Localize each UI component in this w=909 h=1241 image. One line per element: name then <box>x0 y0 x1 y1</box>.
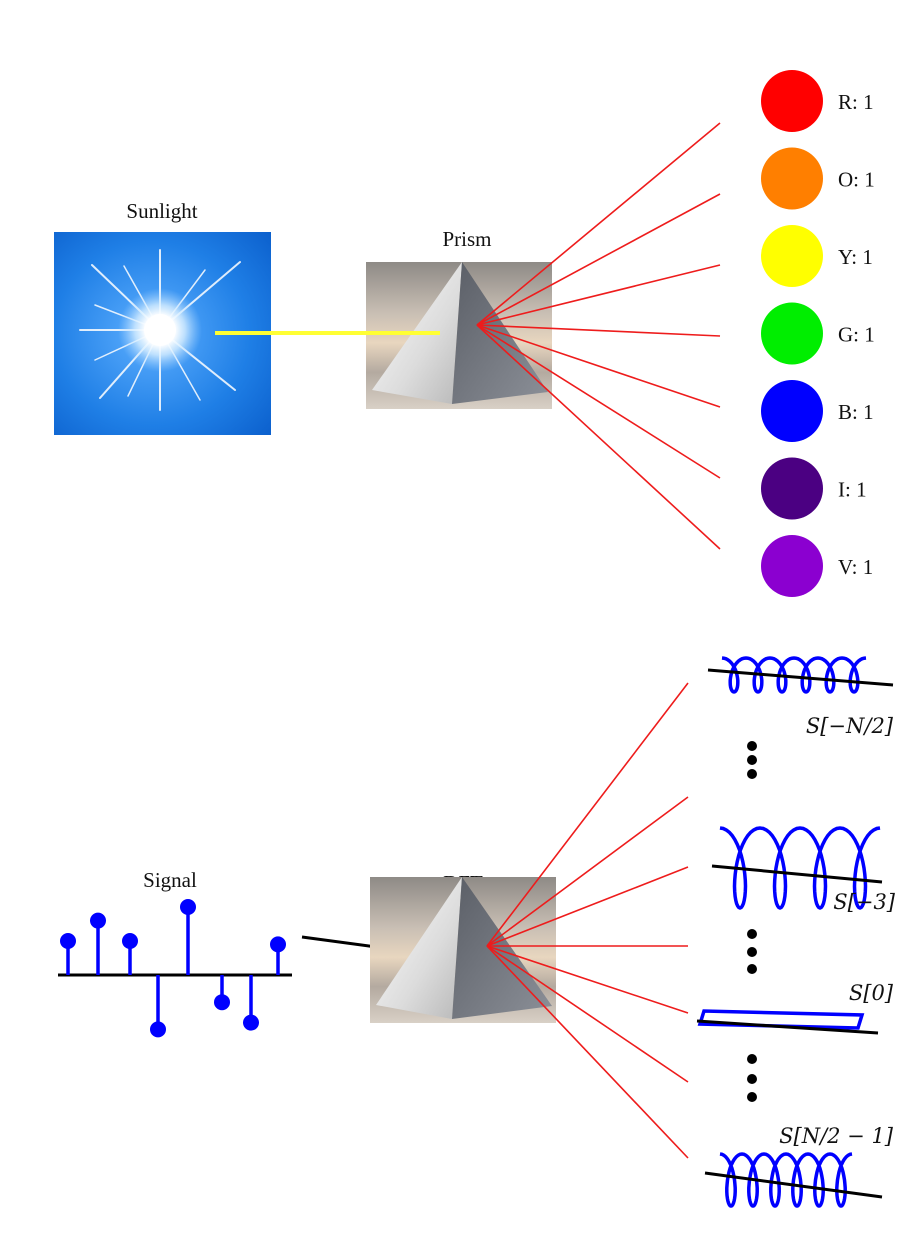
signal-sample-point <box>150 1021 166 1038</box>
light-ray <box>476 324 721 550</box>
dft-rays <box>486 682 689 1159</box>
component-label-neg-3: S[−3] <box>833 890 896 914</box>
signal-stem-plot <box>58 899 292 1038</box>
color-label: G: 1 <box>838 323 875 347</box>
component-axis <box>711 864 883 884</box>
dc-flat-band <box>697 1009 865 1030</box>
ellipsis-dots-3 <box>747 1054 757 1102</box>
complex-exponential-coil <box>719 826 881 910</box>
signal-sample-point <box>122 933 138 949</box>
complex-exponential-coil <box>721 656 867 694</box>
component-neg-n-half <box>707 656 894 694</box>
dft-ray <box>486 945 689 1083</box>
color-dot <box>761 147 823 210</box>
sunlight-label: Sunlight <box>126 199 197 223</box>
dft-ray <box>486 682 689 947</box>
prism-image <box>366 262 552 409</box>
light-ray <box>476 264 721 326</box>
color-dot <box>761 70 823 132</box>
prism-label: Prism <box>442 227 491 251</box>
color-label: V: 1 <box>838 555 873 579</box>
signal-sample-point <box>243 1014 259 1031</box>
component-neg-3 <box>711 826 883 910</box>
component-axis <box>707 668 894 687</box>
color-dot <box>761 302 823 365</box>
component-axis <box>704 1171 883 1199</box>
color-dot <box>761 225 823 287</box>
color-spectrum: R: 1 O: 1 Y: 1 G: 1 B: 1 I: 1 V: 1 <box>761 70 875 597</box>
dft-ray <box>486 945 689 1014</box>
dft-ray <box>486 945 689 1159</box>
component-label-zero: S[0] <box>849 981 894 1005</box>
dft-prism-image <box>370 877 556 1023</box>
dft-ray <box>486 866 689 947</box>
ellipsis-dots-2 <box>747 929 757 974</box>
component-label-n-half-minus-one: S[N/2 − 1] <box>779 1124 894 1148</box>
component-n-half-minus-one <box>704 1152 883 1208</box>
component-zero <box>696 1009 879 1035</box>
dft-ray <box>486 796 689 947</box>
signal-label: Signal <box>143 868 197 892</box>
color-label: I: 1 <box>838 478 867 502</box>
signal-sample-point <box>270 936 286 953</box>
signal-sample-point <box>90 912 106 929</box>
color-label: Y: 1 <box>838 245 873 269</box>
signal-sample-point <box>214 994 230 1011</box>
dispersed-rays <box>476 122 721 550</box>
color-dot <box>761 380 823 442</box>
signal-sample-point <box>60 933 76 949</box>
color-label: O: 1 <box>838 168 875 192</box>
component-axis <box>696 1019 879 1035</box>
light-ray <box>476 122 721 326</box>
complex-exponential-coil <box>719 1152 853 1208</box>
light-ray <box>476 324 721 408</box>
color-label: B: 1 <box>838 400 874 424</box>
light-ray <box>476 324 721 479</box>
signal-sample-point <box>180 899 196 915</box>
color-label: R: 1 <box>838 90 874 114</box>
light-ray <box>476 324 721 337</box>
color-dot <box>761 457 823 520</box>
ellipsis-dots-1 <box>747 741 757 779</box>
light-ray <box>476 193 721 326</box>
component-label-neg-n-half: S[−N/2] <box>806 714 894 738</box>
color-dot <box>761 535 823 597</box>
